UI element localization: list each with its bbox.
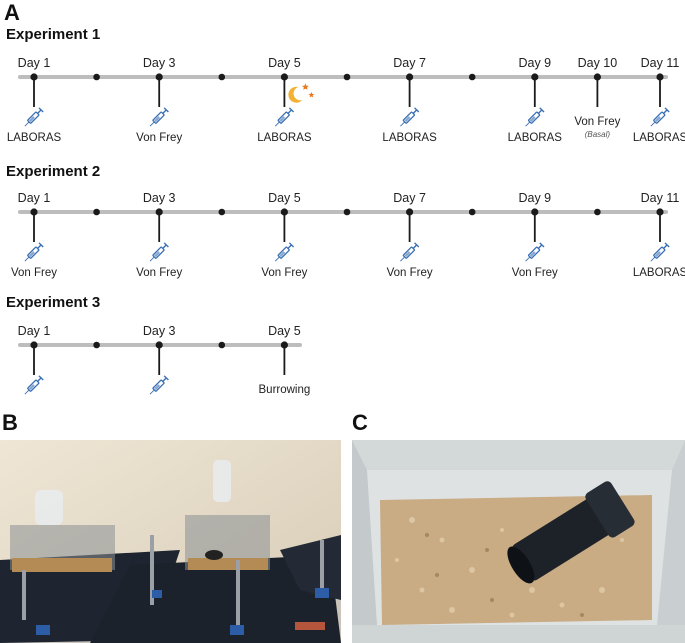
syringe-icon (24, 375, 44, 395)
timeline-intermediate-dot (218, 208, 226, 216)
timeline-day-3: Day 3 Von Frey (136, 56, 182, 144)
day-label: Day 5 (268, 191, 301, 205)
day-label: Day 11 (641, 56, 680, 70)
timeline-day-9: Day 9 Von Frey (512, 191, 558, 279)
day-label: Day 7 (393, 56, 426, 70)
syringe-icon (24, 107, 44, 127)
day-label: Day 1 (18, 324, 51, 338)
von-frey-photo-illustration (0, 440, 341, 643)
timeline-intermediate-dot (93, 341, 100, 349)
syringe-icon (149, 107, 169, 127)
day-label: Day 3 (143, 324, 176, 338)
event-label: LABORAS (382, 132, 437, 144)
day-label: Day 5 (268, 324, 301, 338)
timeline-day-5: Day 5 Burrowing (259, 324, 311, 396)
timeline-intermediate-dot (594, 208, 601, 216)
day-label: Day 1 (18, 191, 51, 205)
event-label: Burrowing (259, 384, 311, 396)
timeline-intermediate-dot (218, 73, 226, 81)
timeline-intermediate-dot (468, 73, 476, 81)
syringe-icon (400, 107, 420, 127)
syringe-icon (274, 242, 295, 262)
syringe-icon (525, 242, 545, 262)
timeline-intermediate-dot (468, 208, 476, 216)
timeline-day-5: Day 5 Von Frey (261, 191, 307, 279)
panel-label-b: B (2, 410, 18, 435)
timeline-day-1: Day 1 (18, 324, 51, 395)
event-label: LABORAS (257, 132, 312, 144)
syringe-icon (650, 242, 670, 262)
timeline-day-3: Day 3 (143, 324, 176, 395)
timeline-day-10: Day 10 Von Frey (Basal) (574, 56, 620, 139)
panel-label-a: A (4, 0, 20, 25)
event-note: (Basal) (585, 130, 611, 139)
timeline-day-1: Day 1 Von Frey (11, 191, 57, 279)
event-label: Von Frey (136, 267, 182, 279)
day-label: Day 10 (578, 56, 618, 70)
timeline-day-7: Day 7 LABORAS (382, 56, 437, 144)
night-moon-icon (288, 83, 315, 103)
day-label: Day 9 (518, 191, 551, 205)
star-icon (308, 92, 315, 98)
event-label: LABORAS (633, 267, 685, 279)
timeline-intermediate-dot (343, 73, 351, 81)
experiment-3-title: Experiment 3 (6, 294, 101, 311)
event-label: Von Frey (136, 132, 182, 144)
syringe-icon (24, 242, 44, 262)
timeline-day-5: Day 5 LABORAS (257, 56, 315, 144)
timeline-day-7: Day 7 Von Frey (387, 191, 433, 279)
timeline-day-1: Day 1 LABORAS (7, 56, 62, 144)
event-label: LABORAS (508, 132, 563, 144)
day-label: Day 3 (143, 56, 176, 70)
event-label: Von Frey (261, 267, 307, 279)
timeline-day-3: Day 3 Von Frey (136, 191, 182, 279)
timeline-day-9: Day 9 LABORAS (508, 56, 563, 144)
event-label: LABORAS (633, 132, 685, 144)
syringe-icon (525, 107, 545, 127)
syringe-icon (149, 242, 169, 262)
experiment-3-timeline: Day 1 Day 3 Day 5 Burrowing (18, 324, 311, 396)
event-label: Von Frey (387, 267, 433, 279)
photo-von-frey-apparatus (0, 440, 341, 643)
timeline-intermediate-dot (93, 208, 100, 216)
syringe-icon (650, 107, 670, 127)
panel-label-c: C (352, 410, 368, 435)
event-label: Von Frey (11, 267, 57, 279)
day-label: Day 1 (18, 56, 51, 70)
day-label: Day 3 (143, 191, 176, 205)
timeline-intermediate-dot (343, 208, 351, 216)
syringe-icon (274, 107, 295, 127)
burrowing-photo-illustration (352, 440, 685, 643)
experiment-2-title: Experiment 2 (6, 163, 101, 180)
day-label: Day 11 (641, 191, 680, 205)
star-icon (301, 83, 309, 90)
day-label: Day 7 (393, 191, 426, 205)
experiment-1-title: Experiment 1 (6, 26, 101, 43)
event-label: Von Frey (512, 267, 558, 279)
photo-burrowing-cage (352, 440, 685, 643)
day-label: Day 9 (518, 56, 551, 70)
event-label: Von Frey (574, 116, 620, 128)
timeline-intermediate-dot (93, 73, 100, 81)
timeline-intermediate-dot (218, 341, 226, 349)
day-label: Day 5 (268, 56, 301, 70)
syringe-icon (400, 242, 420, 262)
timeline-day-11: Day 11 LABORAS (633, 191, 685, 279)
syringe-icon (149, 375, 169, 395)
event-label: LABORAS (7, 132, 62, 144)
timeline-day-11: Day 11 LABORAS (633, 56, 685, 144)
